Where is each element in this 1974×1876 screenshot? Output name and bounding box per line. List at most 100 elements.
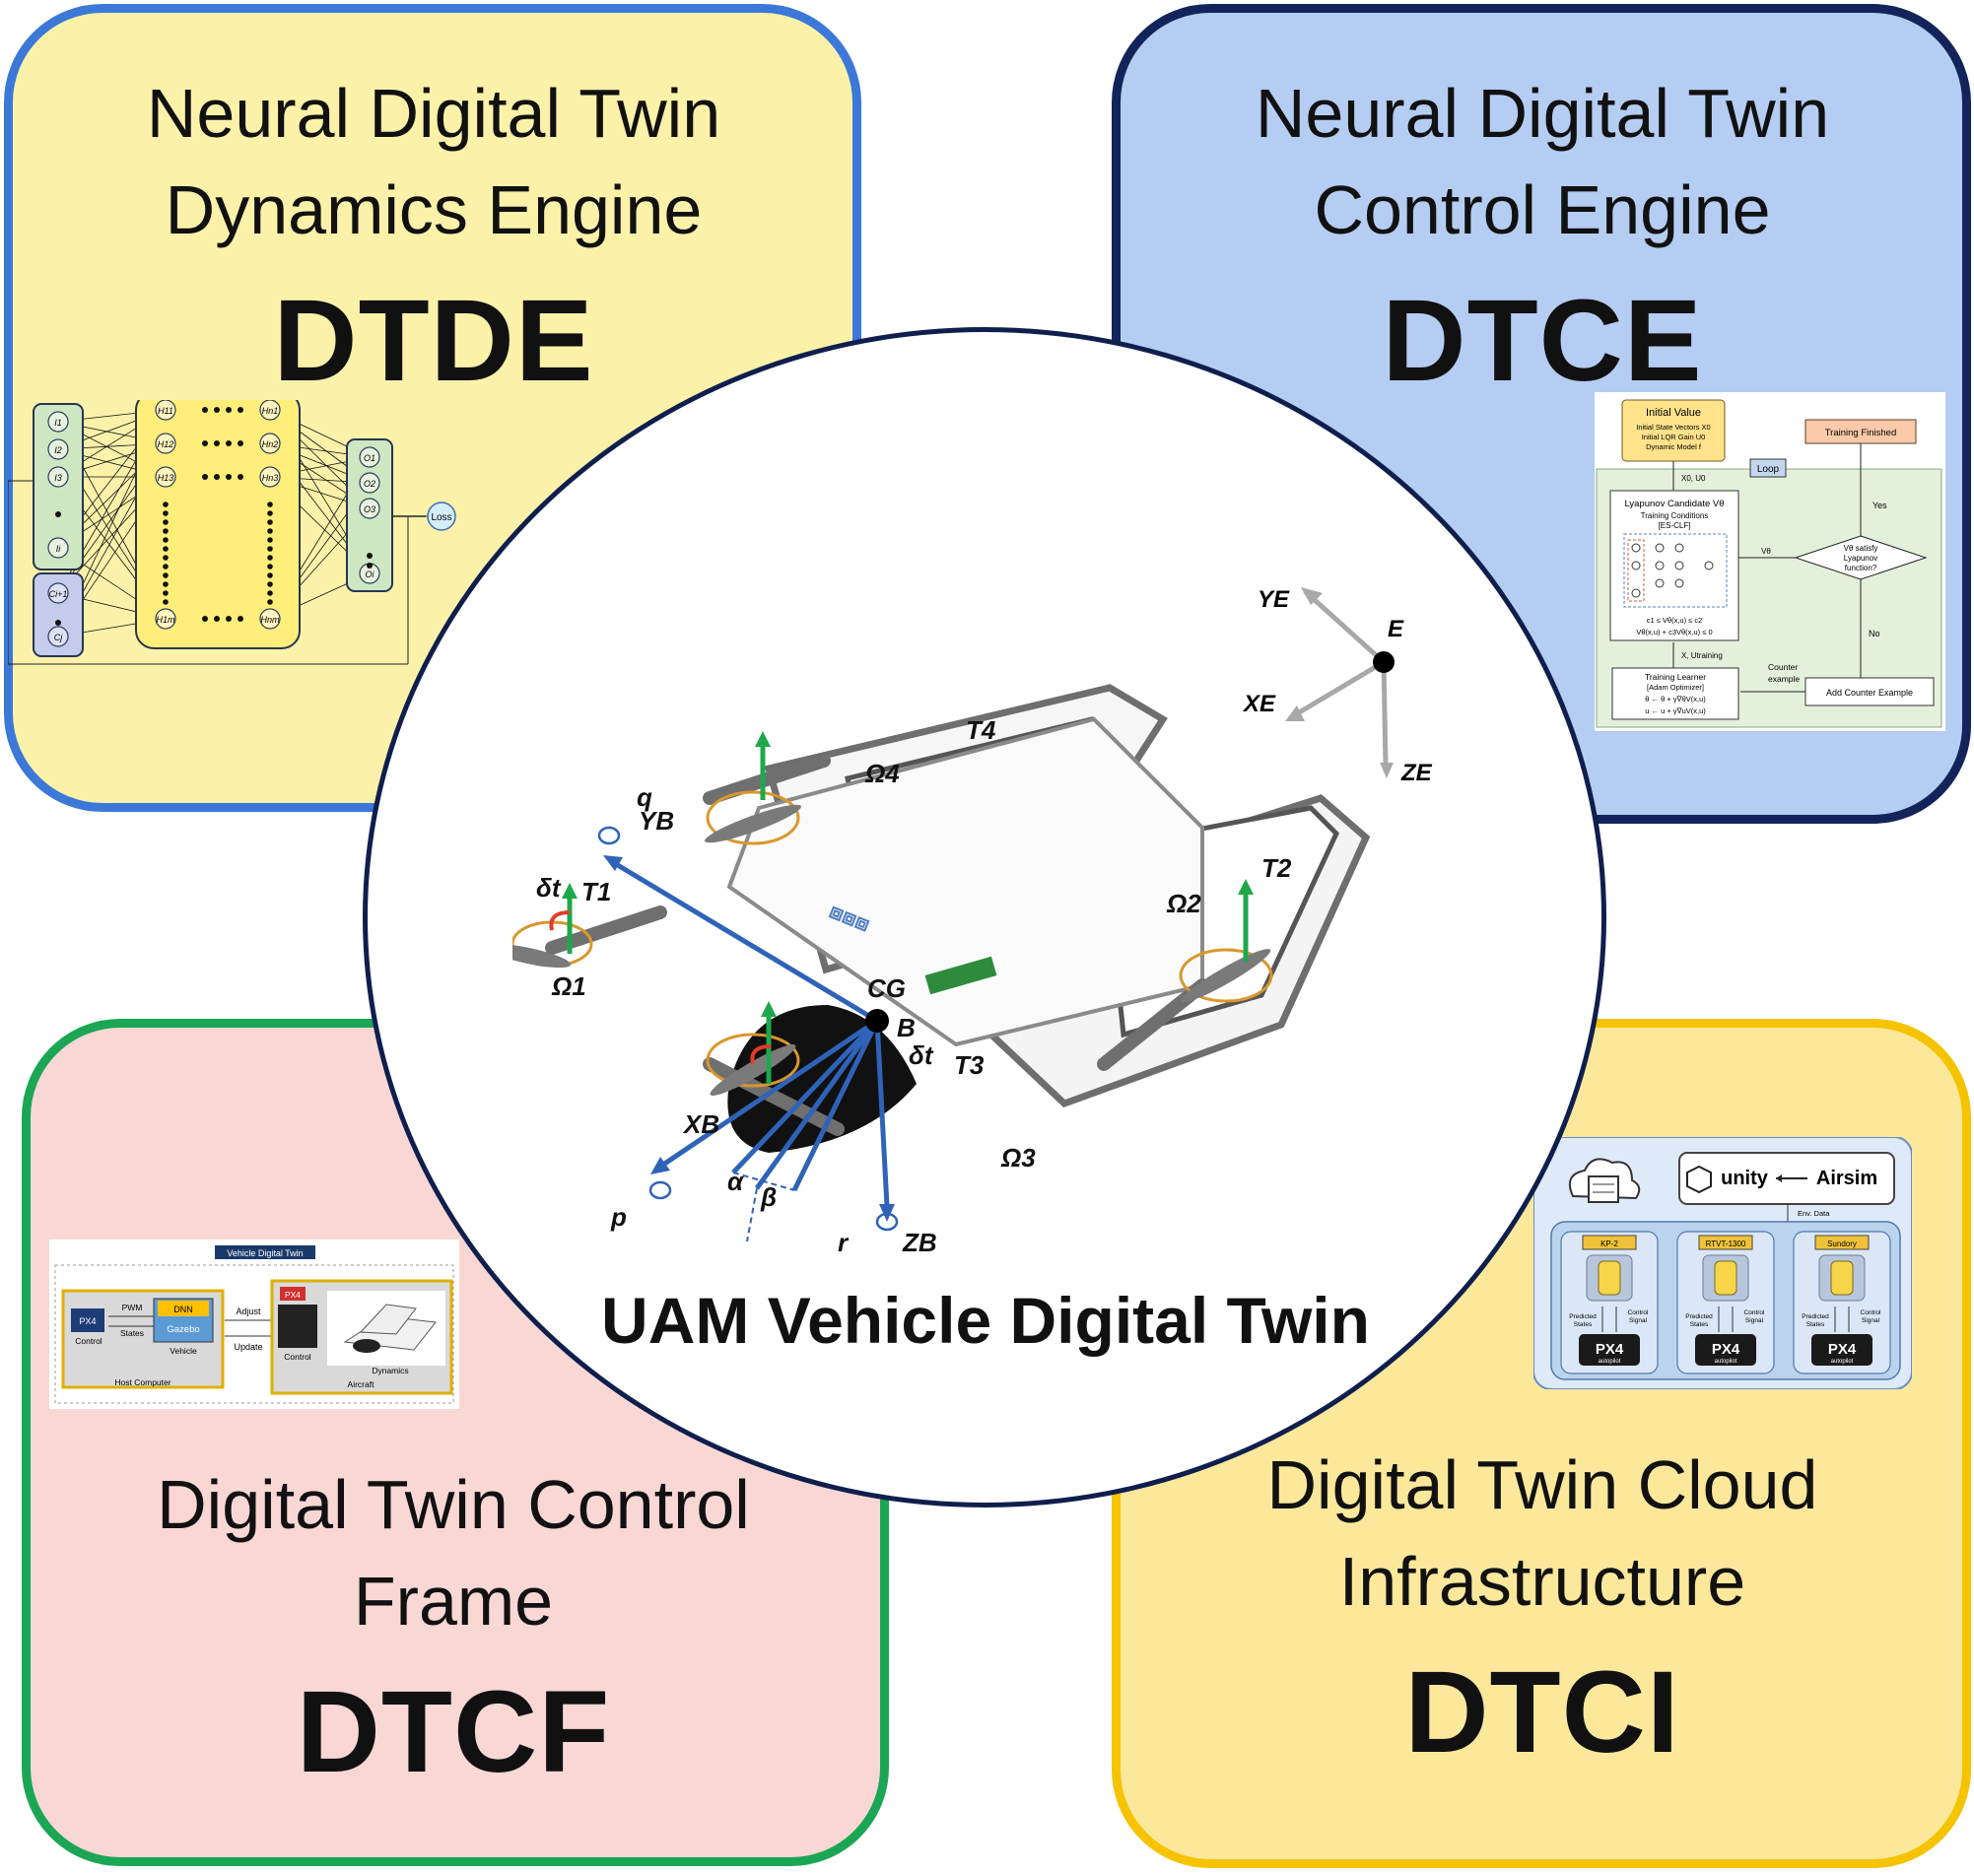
dtde-code: DTDE	[273, 276, 594, 406]
dtde-neural-network-diagram: I1I2I3IiCi+1CjH11H12H13H1mHn1Hn2Hn3HnmO1…	[8, 400, 456, 665]
aircraft-body: ⧈⧈⧈	[726, 684, 1371, 1153]
nn-hidden-node	[155, 433, 176, 454]
nn-hidden-node-label: H11	[158, 406, 173, 416]
label-xe: XE	[1242, 691, 1276, 717]
flow-cond1: c1 ≤ Vθ(x,u) ≤ c2	[1647, 616, 1703, 625]
flow-v-theta: Vθ	[1761, 547, 1771, 556]
flow-add-counter: Add Counter Example	[1826, 688, 1913, 698]
label-omega3: Ω3	[1000, 1143, 1036, 1172]
nn-output-node-label: O1	[364, 453, 375, 463]
dtci-control-l1: Control	[1861, 1309, 1882, 1316]
dtci-autopilot-label: autopilot	[1715, 1359, 1737, 1365]
rotor-4	[706, 790, 800, 845]
dtci-autopilot-label: autopilot	[1831, 1359, 1854, 1365]
flow-cond2: Vθ(x,u) + c3Vθ(x,u) ≤ 0	[1636, 628, 1712, 636]
nn-hidden-node	[259, 433, 281, 454]
label-beta: β	[760, 1182, 777, 1212]
nn-hidden-node-label: H12	[158, 439, 174, 449]
dtci-control-l2: Signal	[1745, 1317, 1764, 1324]
dtci-predicted-l2: States	[1690, 1321, 1709, 1328]
label-t3: T3	[954, 1050, 985, 1080]
flow-upd2: u ← u + γ∇uV(x,u)	[1645, 706, 1706, 715]
dtcf-adjust: Adjust	[236, 1306, 261, 1316]
flow-upd1: θ ← θ + γ∇θV(x,u)	[1645, 695, 1706, 704]
dtcf-header: Vehicle Digital Twin	[227, 1248, 303, 1258]
flow-training-finished: Training Finished	[1825, 428, 1897, 438]
label-omega2: Ω2	[1166, 889, 1201, 918]
flow-training-learner: Training Learner	[1645, 672, 1706, 682]
label-t2: T2	[1261, 853, 1292, 883]
nn-context-node-label: Ci+1	[49, 589, 68, 599]
nn-input-node-label: I1	[54, 418, 62, 428]
dtci-autopilot-label: autopilot	[1599, 1359, 1621, 1365]
dtde-title: Neural Digital Twin Dynamics Engine	[39, 65, 828, 258]
nn-hidden-node	[155, 608, 176, 630]
flow-no: No	[1869, 629, 1880, 638]
flow-xu-training: X, Utraining	[1681, 651, 1723, 660]
dtci-title: Digital Twin Cloud Infrastructure	[1148, 1437, 1937, 1630]
dtcf-code: DTCF	[296, 1667, 611, 1797]
label-yb: YB	[639, 806, 674, 836]
nn-output-node-label: O3	[364, 504, 375, 514]
flow-init-l2: Initial LQR Gain U0	[1642, 433, 1706, 441]
flow-adam: [Adam Optimizer]	[1647, 683, 1704, 692]
drone-icon	[1830, 1260, 1854, 1296]
nn-output-node	[359, 446, 380, 468]
px4-autopilot-icon	[1695, 1334, 1756, 1366]
dtcf-title-line2: Frame	[353, 1563, 554, 1640]
nn-output-node-label: O2	[364, 479, 375, 489]
label-delta1: δt	[536, 873, 562, 903]
label-omega1: Ω1	[551, 972, 586, 1001]
nn-input-node-label: Ii	[56, 544, 62, 554]
flow-lyapunov: Lyapunov Candidate Vθ	[1624, 499, 1724, 509]
nn-hidden-node	[155, 466, 176, 488]
nn-input-node	[47, 466, 69, 488]
dtci-control-l2: Signal	[1629, 1317, 1648, 1324]
dtce-code: DTCE	[1382, 276, 1703, 406]
nn-context-node	[47, 582, 69, 604]
flow-init-l3: Dynamic Model f	[1646, 442, 1702, 451]
dtci-control-l2: Signal	[1862, 1317, 1880, 1324]
flow-training-conditions: Training Conditions	[1641, 511, 1709, 520]
dtci-px4-label: PX4	[1712, 1341, 1740, 1358]
nn-hidden-node-label: H13	[158, 473, 174, 483]
nn-output-node	[359, 498, 380, 519]
nn-hidden-node-label: Hn2	[262, 439, 279, 449]
nn-hidden-node-label: Hnm	[260, 615, 280, 625]
dtcf-gazebo: Gazebo	[167, 1324, 199, 1335]
label-xb: XB	[682, 1109, 719, 1139]
dtce-title-line2: Control Engine	[1314, 171, 1771, 248]
dtci-predicted-l1: Predicted	[1802, 1313, 1829, 1320]
label-ye: YE	[1258, 586, 1290, 613]
dtcf-pwm: PWM	[122, 1303, 143, 1312]
nn-context-node-label: Cj	[54, 633, 63, 642]
nn-input-node	[47, 411, 69, 433]
nn-output-node	[359, 472, 380, 494]
dtci-env-data: Env. Data	[1798, 1209, 1830, 1218]
dtci-predicted-l1: Predicted	[1685, 1313, 1713, 1320]
dtci-px4-label: PX4	[1828, 1341, 1857, 1358]
dtce-title-line1: Neural Digital Twin	[1255, 75, 1830, 152]
dtcf-control-right: Control	[284, 1352, 311, 1362]
drone-icon	[1598, 1260, 1621, 1296]
dtci-code: DTCI	[1404, 1647, 1680, 1777]
rotor-3	[706, 1033, 800, 1088]
label-q: q	[637, 782, 652, 812]
px4-autopilot-icon	[1811, 1334, 1872, 1366]
flow-initial-value: Initial Value	[1646, 407, 1701, 419]
px4-autopilot-icon	[1579, 1334, 1640, 1366]
dtcf-update: Update	[234, 1342, 262, 1352]
dtcf-title: Digital Twin Control Frame	[59, 1456, 848, 1649]
flow-es-clf: [ES-CLF]	[1659, 521, 1691, 530]
nn-input-node-label: I3	[54, 473, 62, 483]
dtcf-aircraft: Aircraft	[348, 1379, 375, 1389]
dtci-predicted-l2: States	[1574, 1321, 1593, 1328]
label-cg: CG	[867, 973, 906, 1003]
nn-hidden-node	[155, 400, 176, 421]
label-e: E	[1388, 616, 1404, 642]
earth-frame	[1289, 589, 1389, 766]
nn-input-node	[47, 438, 69, 460]
label-r: r	[838, 1228, 850, 1257]
uam-vehicle-illustration: YE XE ZE E ⧈⧈⧈	[512, 586, 1433, 1257]
flow-decision-l2: Lyapunov	[1844, 554, 1877, 563]
